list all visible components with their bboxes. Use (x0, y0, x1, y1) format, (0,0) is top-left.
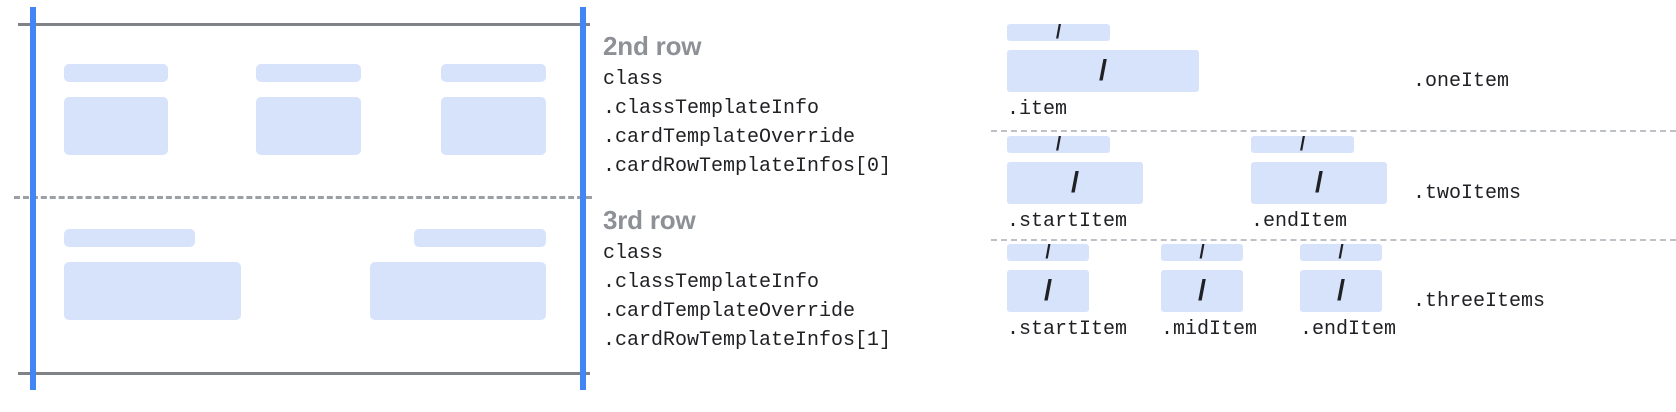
preview-left-guide (30, 7, 36, 390)
item-class-label: .startItem (1007, 318, 1128, 341)
three-items-column-2: / / .midItem (1161, 242, 1258, 342)
third-row-code-path: class .classTemplateInfo .cardTemplateOv… (603, 242, 892, 352)
placeholder-block-big (441, 97, 546, 155)
placeholder-block-small (64, 64, 168, 82)
placeholder-block-big (64, 262, 241, 320)
preview-top-border (18, 23, 590, 26)
item-layout-variants: / / .item .oneItem / / .startItem / / .endItem .t… (985, 0, 1676, 412)
slash-icon: / (1070, 166, 1080, 199)
item-title-placeholder: / (1007, 134, 1110, 155)
slash-icon: / (1045, 242, 1051, 263)
second-row-description: 2nd row class .classTemplateInfo .cardTe… (603, 30, 891, 181)
third-row-description: 3rd row class .classTemplateInfo .cardTe… (603, 204, 891, 355)
second-row-title: 2nd row (603, 31, 702, 61)
placeholder-block-small (441, 64, 546, 82)
item-class-label: .item (1007, 98, 1068, 121)
slash-icon: / (1338, 242, 1344, 263)
placeholder-block-small (64, 229, 195, 247)
item-body-placeholder: / (1007, 50, 1199, 92)
second-row-code-path: class .classTemplateInfo .cardTemplateOv… (603, 68, 892, 178)
slash-icon: / (1299, 134, 1306, 155)
slash-icon: / (1199, 242, 1205, 263)
slash-icon: / (1098, 54, 1108, 87)
preview-bottom-border (18, 372, 590, 375)
slash-icon: / (1055, 22, 1062, 43)
placeholder-block-big (64, 97, 168, 155)
item-body-placeholder: / (1007, 162, 1143, 204)
preview-row-divider (14, 196, 592, 199)
preview-right-guide (580, 7, 586, 390)
two-items-column-2: / / .endItem (1251, 134, 1387, 234)
third-row-title: 3rd row (603, 205, 696, 235)
variant-separator-1 (991, 130, 1676, 132)
slash-icon: / (1043, 274, 1053, 307)
item-title-placeholder: / (1251, 134, 1354, 155)
item-class-label: .startItem (1007, 210, 1128, 233)
slash-icon: / (1055, 134, 1062, 155)
item-title-placeholder: / (1161, 242, 1243, 263)
one-item-label: .oneItem (1413, 70, 1510, 93)
item-body-placeholder: / (1300, 270, 1382, 312)
variant-one-item: / / .item .oneItem (985, 22, 1676, 132)
placeholder-block-big (370, 262, 546, 320)
three-items-column-1: / / .startItem (1007, 242, 1128, 342)
item-class-label: .midItem (1161, 318, 1258, 341)
slash-icon: / (1197, 274, 1207, 307)
three-items-label: .threeItems (1413, 290, 1546, 313)
placeholder-block-small (414, 229, 546, 247)
variant-two-items: / / .startItem / / .endItem .twoItems (985, 134, 1676, 240)
slash-icon: / (1314, 166, 1324, 199)
item-class-label: .endItem (1251, 210, 1348, 233)
three-items-column-3: / / .endItem (1300, 242, 1397, 342)
placeholder-block-small (256, 64, 361, 82)
item-title-placeholder: / (1007, 242, 1089, 263)
one-item-column-1: / / .item (1007, 22, 1199, 122)
item-class-label: .endItem (1300, 318, 1397, 341)
variant-separator-2 (991, 239, 1676, 241)
item-body-placeholder: / (1007, 270, 1089, 312)
card-template-preview (0, 0, 600, 412)
item-body-placeholder: / (1161, 270, 1243, 312)
item-title-placeholder: / (1300, 242, 1382, 263)
row-path-descriptions: 2nd row class .classTemplateInfo .cardTe… (603, 0, 973, 412)
variant-three-items: / / .startItem / / .midItem / / .endItem .threeIt… (985, 242, 1676, 364)
two-items-label: .twoItems (1413, 182, 1522, 205)
item-title-placeholder: / (1007, 22, 1110, 43)
placeholder-block-big (256, 97, 361, 155)
slash-icon: / (1336, 274, 1346, 307)
two-items-column-1: / / .startItem (1007, 134, 1143, 234)
item-body-placeholder: / (1251, 162, 1387, 204)
